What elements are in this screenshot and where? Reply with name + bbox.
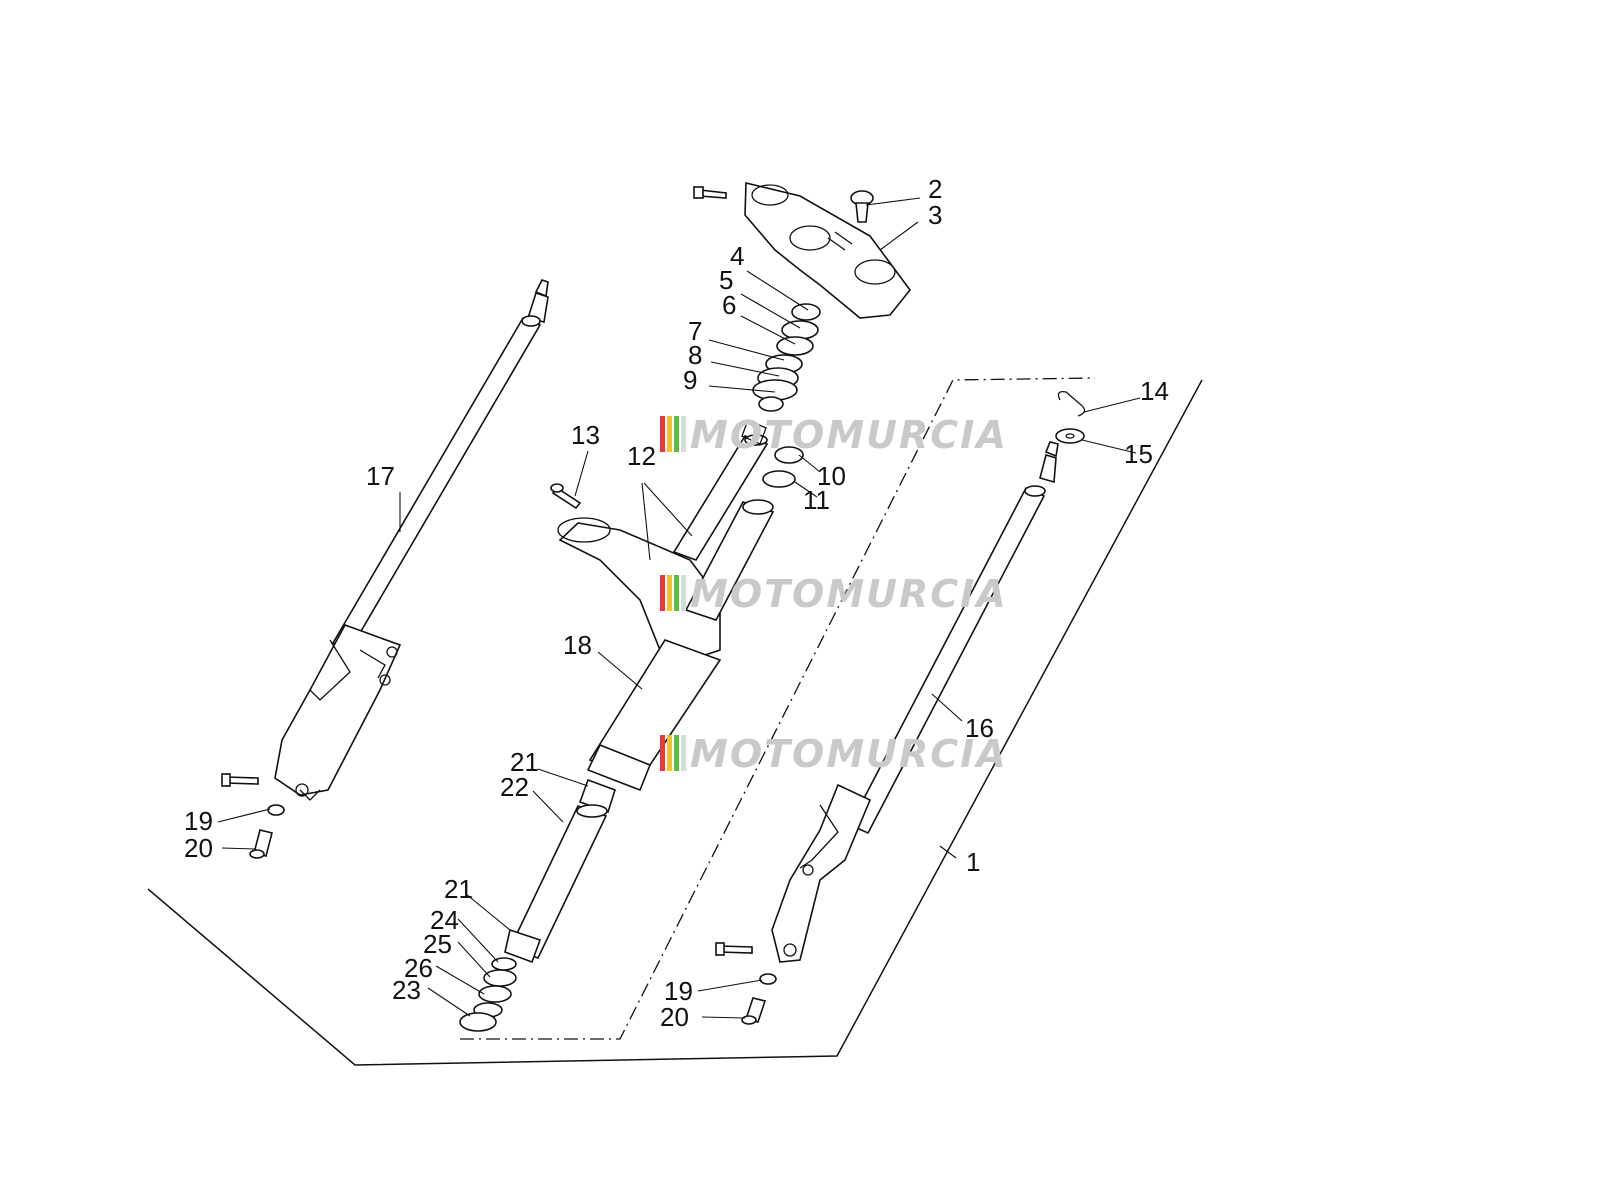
steering-nut-2: [850, 190, 874, 223]
bearing-race-10: [762, 446, 804, 488]
label-4: 4: [730, 241, 744, 271]
watermark-2: MOTOMURCIA: [660, 572, 1008, 616]
stem-lower-tube-22: [504, 804, 608, 964]
lower-bearing-stack: [459, 957, 517, 1032]
label-19-left: 19: [184, 806, 213, 836]
label-1: 1: [966, 847, 980, 877]
watermark-1: MOTOMURCIA: [660, 413, 1008, 457]
label-16: 16: [965, 713, 994, 743]
assembly-dashed-outline: [460, 377, 1096, 1040]
steering-stem: [672, 419, 769, 561]
lower-triple-clamp: [557, 517, 722, 792]
label-7: 7: [688, 316, 702, 346]
crown-pinch-bolt: [693, 186, 727, 199]
left-fork-leg: [274, 279, 549, 801]
right-axle-screw-20: [741, 997, 767, 1025]
left-axle-screw-20: [249, 829, 273, 859]
fork-cap-clip-14: [1057, 391, 1086, 417]
stem-tube: [684, 499, 775, 621]
label-21-upper: 21: [510, 747, 539, 777]
label-6: 6: [722, 290, 736, 320]
label-2: 2: [928, 174, 942, 204]
right-fork-leg: [771, 441, 1059, 963]
label-11: 11: [803, 485, 830, 515]
fork-cap-washer-15: [1055, 428, 1085, 444]
label-13: 13: [571, 420, 600, 450]
label-20-left: 20: [184, 833, 213, 863]
stem-bushing-21: [578, 778, 616, 814]
stem-stack-parts: [752, 303, 821, 412]
part-number-labels: 2 3 4 5 6 7 8 9 10 11 12 13 14 15 16 17 …: [184, 174, 1169, 1032]
label-10: 10: [817, 461, 846, 491]
label-3: 3: [928, 200, 942, 230]
left-axle-washer-19: [267, 804, 285, 816]
label-24: 24: [430, 905, 459, 935]
label-5: 5: [719, 265, 733, 295]
label-21-lower: 21: [444, 874, 473, 904]
right-axle-washer-19: [759, 973, 777, 985]
label-22: 22: [500, 772, 529, 802]
label-23: 23: [392, 975, 421, 1005]
left-caliper-bolt: [221, 773, 259, 787]
watermark-text: MOTOMURCIA: [690, 413, 1008, 457]
assembly-outline: [147, 379, 1203, 1066]
watermark-3: MOTOMURCIA: [660, 732, 1008, 776]
label-14: 14: [1140, 376, 1169, 406]
upper-triple-clamp: [744, 181, 912, 319]
label-9: 9: [683, 365, 697, 395]
label-18: 18: [563, 630, 592, 660]
watermark-text: MOTOMURCIA: [690, 572, 1008, 616]
label-8: 8: [688, 340, 702, 370]
label-25: 25: [423, 929, 452, 959]
leader-lines: [217, 197, 1141, 1019]
label-20-right: 20: [660, 1002, 689, 1032]
label-19-right: 19: [664, 976, 693, 1006]
stem-bolt-13: [550, 483, 582, 510]
right-caliper-bolt: [715, 942, 753, 956]
label-17: 17: [366, 461, 395, 491]
watermark-text: MOTOMURCIA: [690, 732, 1008, 776]
label-26: 26: [404, 953, 433, 983]
label-15: 15: [1124, 439, 1153, 469]
label-12: 12: [627, 441, 656, 471]
